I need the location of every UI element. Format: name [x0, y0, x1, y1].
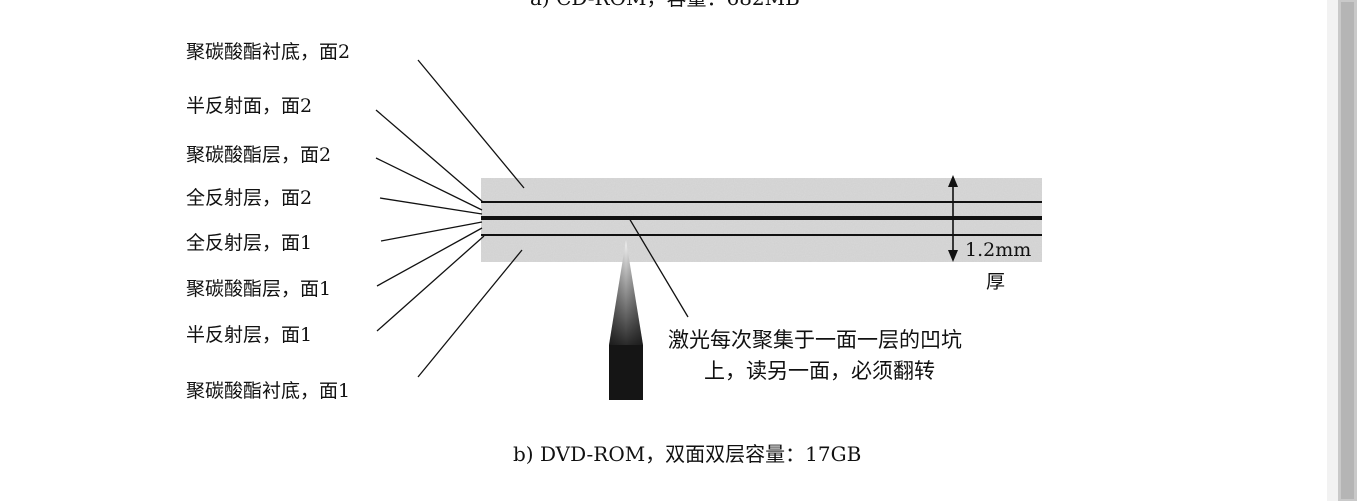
leader-line	[376, 235, 485, 332]
bottom-caption: b) DVD-ROM，双面双层容量：17GB	[513, 442, 862, 466]
thickness-arrow-head-down	[948, 250, 958, 262]
laser-note-line2: 上，读另一面，必须翻转	[704, 359, 935, 383]
leader-line	[375, 157, 483, 211]
layer-label-fullreflective-side2: 全反射层，面2	[186, 187, 313, 209]
laser-beam-shade	[609, 240, 643, 345]
top-caption: a) CD-ROM，容量：682MB	[530, 0, 800, 8]
leader-line	[375, 109, 484, 203]
layer-label-substrate-side2: 聚碳酸酯衬底，面2	[186, 41, 351, 63]
layer-label-polycarbonate-side1: 聚碳酸酯层，面1	[186, 278, 332, 300]
laser-head	[609, 345, 643, 400]
page-edge	[1327, 0, 1338, 501]
thickness-unit-word: 厚	[986, 271, 1006, 293]
leader-line	[379, 197, 483, 215]
leader-line	[380, 221, 483, 242]
leader-line	[417, 59, 525, 189]
leader-line	[376, 227, 483, 287]
layer-label-semireflective-side2: 半反射面，面2	[186, 95, 313, 117]
layer-label-substrate-side1: 聚碳酸酯衬底，面1	[186, 380, 351, 402]
layer-label-fullreflective-side1: 全反射层，面1	[186, 232, 313, 254]
laser-note-leader	[628, 217, 689, 318]
thickness-arrow-head-up	[948, 175, 958, 187]
laser-note-line1: 激光每次聚集于一面一层的凹坑	[668, 328, 962, 352]
thickness-value: 1.2mm	[965, 239, 1032, 261]
layer-label-polycarbonate-side2: 聚碳酸酯层，面2	[186, 144, 332, 166]
layer-label-semireflective-side1: 半反射层，面1	[186, 324, 313, 346]
leader-line	[417, 249, 523, 378]
scrollbar-thumb[interactable]	[1341, 2, 1354, 499]
